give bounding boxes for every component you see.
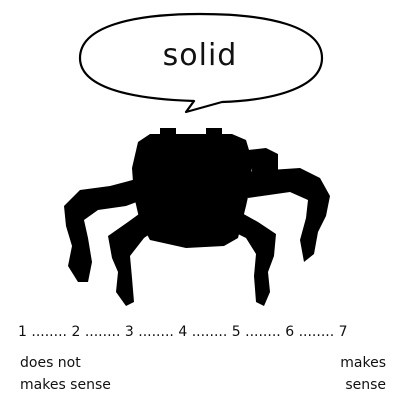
rating-scale: 1 ........ 2 ........ 3 ........ 4 .....…	[18, 324, 390, 340]
speech-bubble-icon	[78, 12, 324, 114]
right-anchor-label: makes sense	[318, 352, 386, 396]
left-anchor-line-1: does not	[20, 355, 81, 371]
scale-separator: ........	[84, 324, 121, 340]
scale-point-5[interactable]: 5	[231, 324, 241, 340]
scale-point-3[interactable]: 3	[124, 324, 134, 340]
scale-separator: ........	[31, 324, 67, 340]
scale-point-2[interactable]: 2	[71, 324, 81, 340]
scale-point-1[interactable]: 1	[18, 324, 27, 340]
right-anchor-line-1: makes	[340, 355, 386, 371]
scale-separator: ........	[138, 324, 174, 340]
scale-point-7[interactable]: 7	[338, 324, 348, 340]
scale-separator: ........	[245, 324, 281, 340]
right-anchor-line-2: sense	[345, 377, 386, 393]
bubble-word: solid	[162, 38, 238, 73]
scale-point-6[interactable]: 6	[285, 324, 295, 340]
left-anchor-line-2: makes sense	[20, 377, 111, 393]
scale-separator: ........	[191, 324, 228, 340]
left-anchor-label: does not makes sense	[20, 352, 140, 396]
scale-point-4[interactable]: 4	[178, 324, 188, 340]
scale-separator: ........	[298, 324, 335, 340]
hexapod-robot-silhouette-icon	[64, 128, 330, 306]
